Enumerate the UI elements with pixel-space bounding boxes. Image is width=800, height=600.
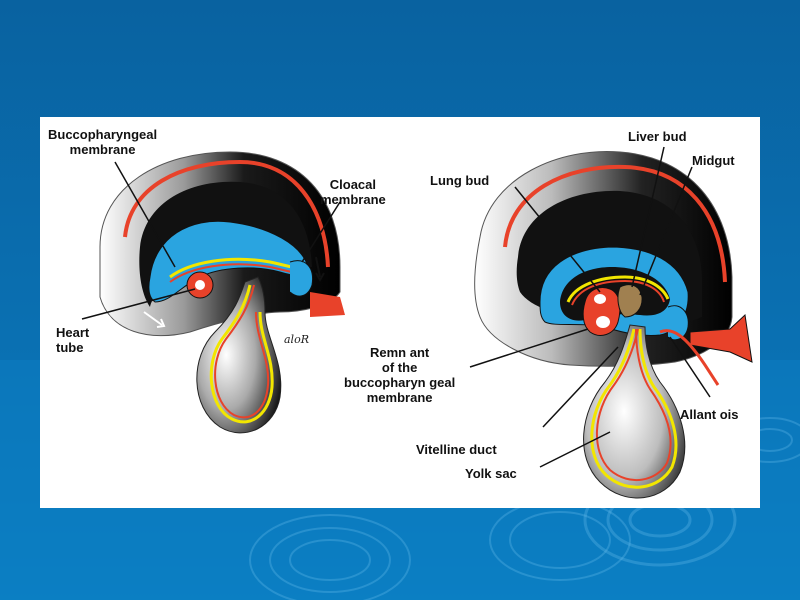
label-allantois: Allant ois [680,407,739,422]
label-liver-bud: Liver bud [628,129,687,144]
label-buccopharyngeal-line1: Buccopharyngeal [48,127,158,142]
label-heart-tube-line1: Heart [56,325,90,340]
label-cloacal-line2: membrane [320,192,386,207]
left-embryo [81,151,345,434]
label-lung-bud: Lung bud [430,173,490,188]
label-heart-tube: Heart tube [56,325,89,355]
label-remnant-buccopharyngeal: Remn ant of the buccopharyn geal membran… [344,345,455,405]
label-remnant-line3: buccopharyn geal [344,375,456,390]
artist-signature: aloR [284,333,309,346]
label-buccopharyngeal-line2: membrane [69,142,136,157]
label-cloacal-line1: Cloacal [329,177,376,192]
label-remnant-line4: membrane [366,390,433,405]
label-heart-tube-line2: tube [56,340,84,355]
label-cloacal-membrane: Cloacal membrane [320,177,386,207]
label-vitelline-duct: Vitelline duct [416,442,497,457]
label-remnant-line1: Remn ant [370,345,430,360]
right-embryo [469,146,753,499]
figure-panel: Buccopharyngeal membrane Cloacal membran… [40,117,760,508]
embryo-illustration [81,146,753,499]
label-midgut: Midgut [692,153,735,168]
label-yolk-sac: Yolk sac [465,466,517,481]
label-remnant-line2: of the [381,360,418,375]
label-buccopharyngeal-membrane: Buccopharyngeal membrane [48,127,157,157]
